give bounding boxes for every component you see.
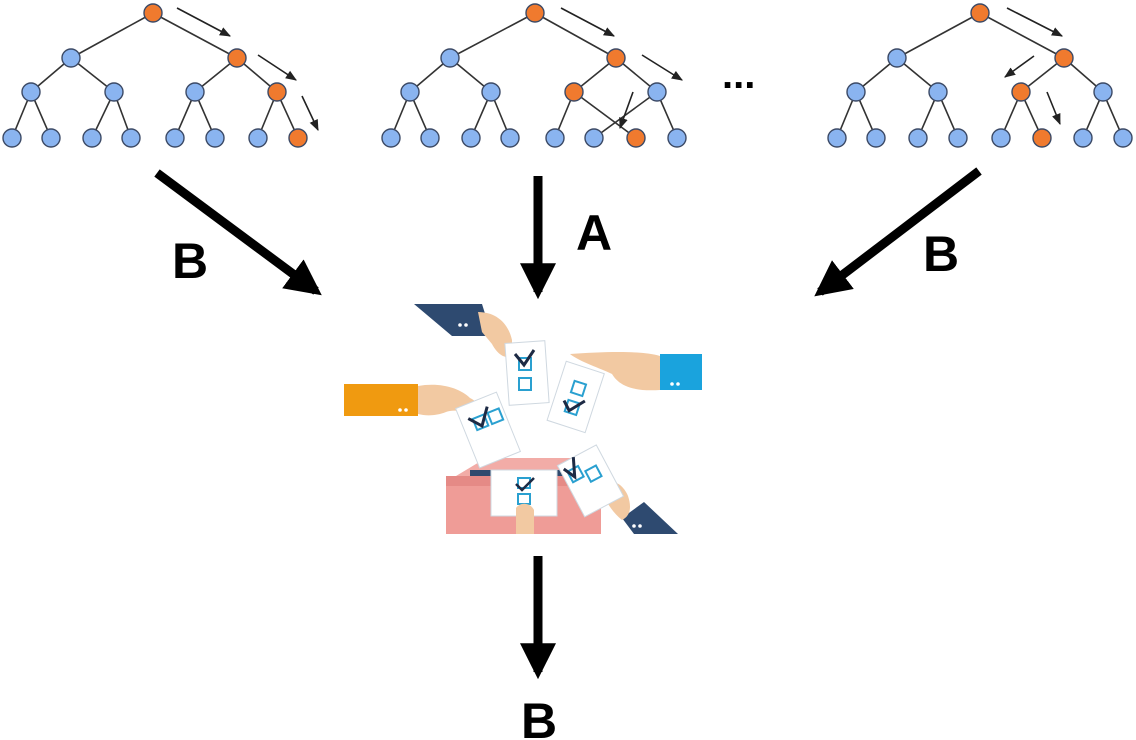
decision-tree-2	[381, 3, 687, 148]
tree-node	[400, 82, 420, 102]
tree-node-path	[1011, 82, 1031, 102]
hand-right-cyan	[570, 352, 702, 391]
tree-node	[667, 128, 687, 148]
ballot-paper-3	[454, 391, 522, 469]
tree-node	[248, 128, 268, 148]
tree-node	[827, 128, 847, 148]
tree-edge	[534, 12, 617, 59]
tree-node	[381, 128, 401, 148]
tree-node	[846, 82, 866, 102]
traversal-arrows-tree-2	[560, 7, 683, 130]
ballot-paper-4	[556, 444, 625, 518]
tree-node	[420, 128, 440, 148]
left-arrow-label: B	[172, 233, 208, 289]
tree-node	[928, 82, 948, 102]
tree-node	[866, 128, 886, 148]
tree-node	[61, 48, 81, 68]
output-label: B	[521, 693, 557, 740]
tree-node	[440, 48, 460, 68]
tree-node	[991, 128, 1011, 148]
tree-node-path	[626, 128, 646, 148]
tree-node	[1093, 82, 1113, 102]
tree-node-path	[606, 48, 626, 68]
tree-node	[545, 128, 565, 148]
tree-node	[500, 128, 520, 148]
tree-node-path	[1032, 128, 1052, 148]
tree-node-path	[970, 3, 990, 23]
decision-tree-n	[827, 3, 1133, 148]
tree-node	[1073, 128, 1093, 148]
tree-node-path	[525, 3, 545, 23]
tree-node	[21, 82, 41, 102]
tree-node	[461, 128, 481, 148]
tree-node	[908, 128, 928, 148]
arrow-left-to-vote	[154, 169, 322, 296]
tree-node	[185, 82, 205, 102]
tree-edge	[449, 12, 536, 59]
center-arrow-label: A	[576, 205, 612, 261]
right-arrow-label: B	[923, 226, 959, 282]
tree-edge	[979, 12, 1065, 59]
tree-edge	[152, 12, 238, 59]
tree-node	[948, 128, 968, 148]
tree-node-path	[143, 3, 163, 23]
tree-edge	[70, 12, 154, 59]
voting-illustration	[344, 304, 702, 534]
tree-node	[647, 82, 667, 102]
tree-node	[887, 48, 907, 68]
tree-node-path	[1054, 48, 1074, 68]
tree-node	[205, 128, 225, 148]
tree-node	[2, 128, 22, 148]
tree-node	[1113, 128, 1133, 148]
decision-tree-1	[2, 3, 308, 148]
tree-edge	[573, 91, 637, 139]
arrow-right-to-vote	[814, 167, 982, 297]
tree-node	[121, 128, 141, 148]
tree-node	[584, 128, 604, 148]
tree-edge	[896, 12, 981, 59]
tree-node-path	[564, 82, 584, 102]
tree-node	[82, 128, 102, 148]
tree-node-path	[227, 48, 247, 68]
tree-node-path	[288, 128, 308, 148]
tree-node-path	[267, 82, 287, 102]
traversal-arrows-tree-3	[1004, 7, 1063, 126]
ballot-paper-2	[546, 360, 605, 434]
tree-node	[481, 82, 501, 102]
tree-node	[165, 128, 185, 148]
hand-top-left	[414, 304, 512, 358]
traversal-arrows-tree-1	[176, 7, 319, 132]
tree-node	[41, 128, 61, 148]
ellipsis: ...	[722, 53, 755, 97]
ballot-paper-5	[490, 469, 558, 534]
tree-node	[104, 82, 124, 102]
ballot-paper-1	[504, 340, 550, 406]
